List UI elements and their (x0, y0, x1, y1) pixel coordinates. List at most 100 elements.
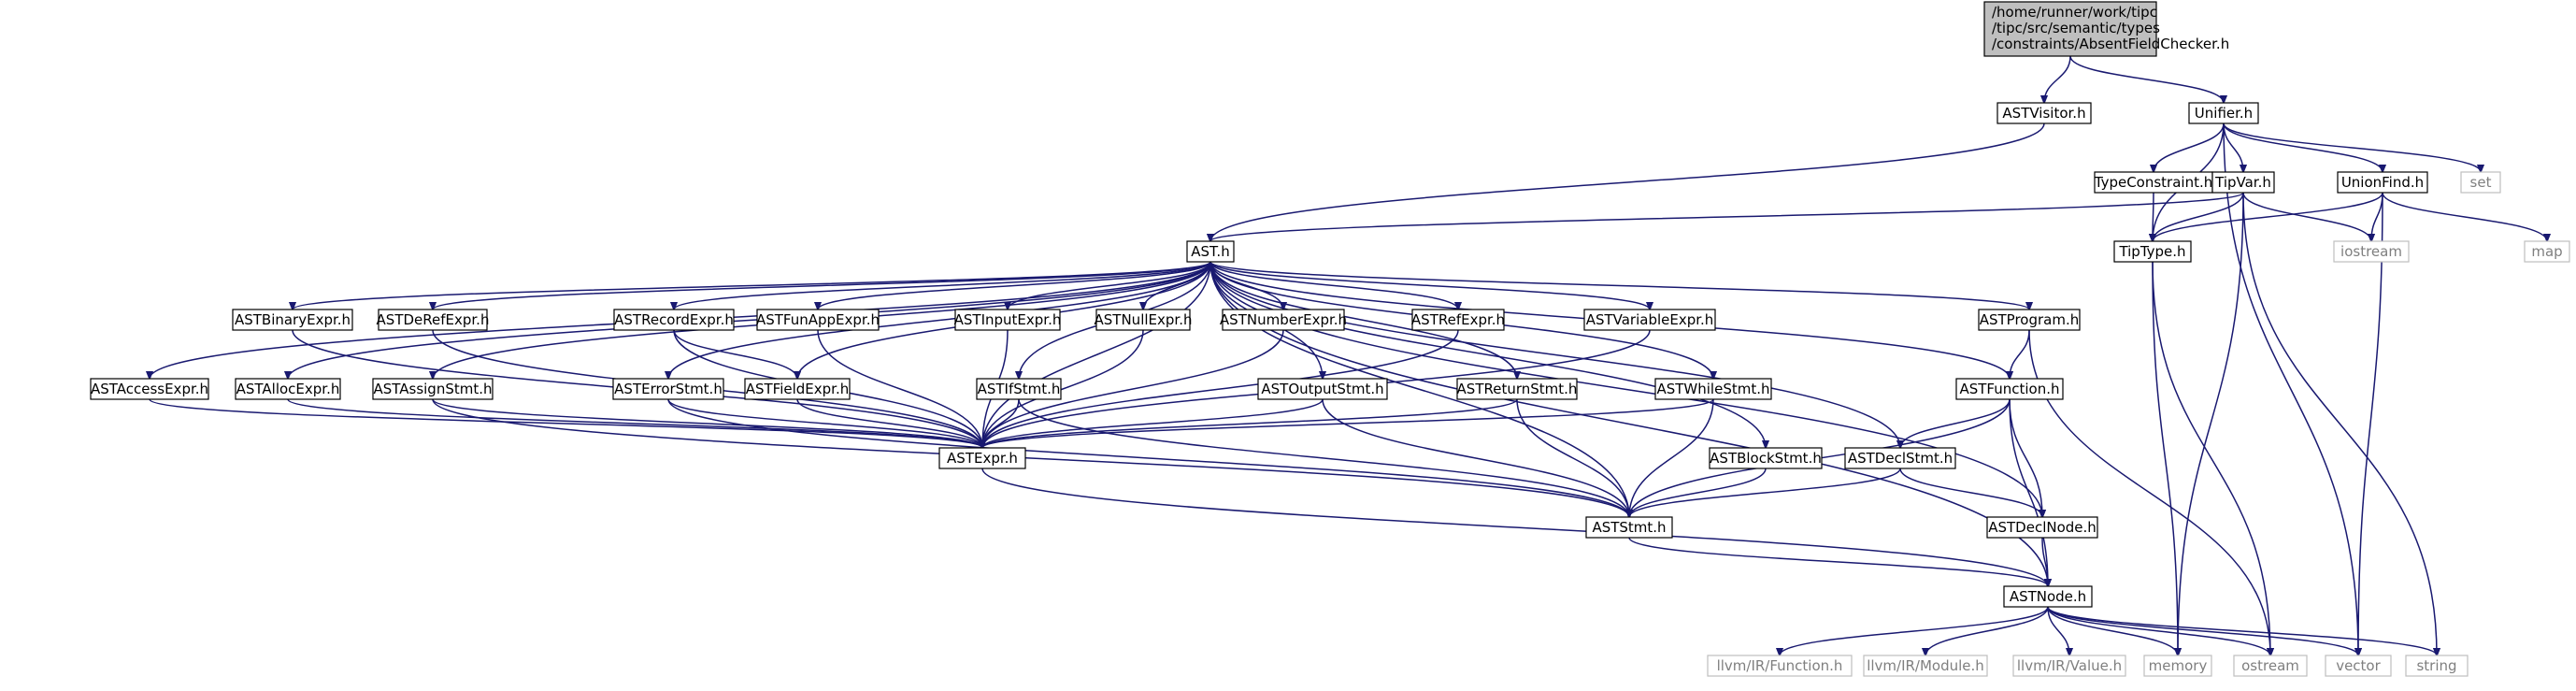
node-label-set: set (2470, 174, 2492, 191)
node-label-ASTRefExpr: ASTRefExpr.h (1411, 311, 1505, 328)
node-label-ASTRecordExpr: ASTRecordExpr.h (614, 311, 734, 328)
node-ASTProgram[interactable]: ASTProgram.h (1978, 309, 2081, 331)
node-box-ASTBlockStmt (1709, 447, 1823, 469)
node-ASTReturnStmt[interactable]: ASTReturnStmt.h (1456, 378, 1578, 400)
node-memory: memory (2143, 655, 2212, 677)
node-box-ASTAssignStmt (372, 378, 494, 400)
node-box-ASTOutputStmt (1257, 378, 1388, 400)
edge-ASTErrorStmt-to-ASTExpr (667, 398, 982, 448)
nodes-layer: /home/runner/work/tipc/tipc/src/semantic… (90, 1, 2570, 677)
node-ASTIfStmt[interactable]: ASTIfStmt.h (976, 378, 1062, 400)
node-box-llvmModule (1863, 655, 1988, 677)
edge-ASTDeclStmt-to-ASTStmt (1629, 468, 1901, 517)
node-ASTStmt[interactable]: ASTStmt.h (1585, 516, 1673, 539)
edge-TipVar-to-iostream (2242, 192, 2371, 241)
node-box-ASTStmt (1585, 516, 1673, 539)
edge-Unifier-to-vector (2223, 122, 2358, 655)
node-root[interactable]: /home/runner/work/tipc/tipc/src/semantic… (1983, 1, 2229, 57)
node-ASTVariableExpr[interactable]: ASTVariableExpr.h (1583, 309, 1716, 331)
node-label-ASTIfStmt: ASTIfStmt.h (978, 381, 1061, 397)
edge-ASTWhileStmt-to-ASTStmt (1629, 398, 1714, 517)
node-ASTExpr[interactable]: ASTExpr.h (938, 447, 1026, 469)
node-label-llvmValue: llvm/IR/Value.h (2017, 657, 2122, 674)
node-ASTInputExpr[interactable]: ASTInputExpr.h (954, 309, 1062, 331)
node-box-ostream (2233, 655, 2308, 677)
edge-ASTWhileStmt-to-ASTExpr (982, 398, 1714, 448)
node-ASTDeRefExpr[interactable]: ASTDeRefExpr.h (377, 309, 490, 331)
node-map: map (2524, 240, 2570, 263)
node-ASTVisitor[interactable]: ASTVisitor.h (1996, 102, 2092, 124)
edge-ASTExpr-to-ASTNode (981, 468, 2048, 586)
edge-ASTVisitor-to-AST (1210, 122, 2045, 241)
node-ASTRecordExpr[interactable]: ASTRecordExpr.h (613, 309, 735, 331)
node-label-memory: memory (2149, 657, 2208, 674)
node-ASTBinaryExpr[interactable]: ASTBinaryExpr.h (232, 309, 353, 331)
edge-ASTAssignStmt-to-ASTExpr (432, 398, 982, 448)
node-label-ASTReturnStmt: ASTReturnStmt.h (1457, 381, 1578, 397)
node-ASTBlockStmt[interactable]: ASTBlockStmt.h (1709, 447, 1823, 469)
node-UnionFind[interactable]: UnionFind.h (2337, 171, 2428, 194)
node-llvmModule: llvm/IR/Module.h (1863, 655, 1988, 677)
node-ASTNullExpr[interactable]: ASTNullExpr.h (1095, 309, 1193, 331)
node-box-ASTInputExpr (954, 309, 1061, 331)
edge-ASTRefExpr-to-ASTExpr (982, 329, 1459, 448)
node-box-ASTAccessExpr (90, 378, 209, 400)
edge-AST-to-ASTProgram (1209, 261, 2029, 310)
node-label-vector: vector (2336, 657, 2381, 674)
node-ASTNode[interactable]: ASTNode.h (2003, 585, 2093, 608)
node-label-ASTDeRefExpr: ASTDeRefExpr.h (377, 311, 490, 328)
edge-ASTBlockStmt-to-ASTStmt (1629, 468, 1767, 517)
node-box-ASTNullExpr (1095, 309, 1191, 331)
node-ASTFieldExpr[interactable]: ASTFieldExpr.h (744, 378, 851, 400)
node-TypeConstraint[interactable]: TypeConstraint.h (2094, 171, 2213, 194)
edge-root-to-Unifier (2069, 55, 2224, 103)
node-box-ASTReturnStmt (1456, 378, 1578, 400)
edge-ASTNullExpr-to-ASTExpr (982, 329, 1144, 448)
node-set: set (2460, 171, 2501, 194)
node-label-llvmModule: llvm/IR/Module.h (1867, 657, 1984, 674)
node-box-ASTAllocExpr (235, 378, 341, 400)
edge-TipType-to-memory (2152, 261, 2178, 655)
node-ASTAccessExpr[interactable]: ASTAccessExpr.h (90, 378, 209, 400)
node-ASTOutputStmt[interactable]: ASTOutputStmt.h (1257, 378, 1388, 400)
node-label-ASTBlockStmt: ASTBlockStmt.h (1710, 450, 1822, 467)
node-Unifier[interactable]: Unifier.h (2188, 102, 2259, 124)
node-box-ASTProgram (1978, 309, 2081, 331)
node-box-set (2460, 171, 2501, 194)
node-AST[interactable]: AST.h (1186, 240, 1235, 263)
node-ASTErrorStmt[interactable]: ASTErrorStmt.h (612, 378, 724, 400)
root-label-line: /tipc/src/semantic/types (1992, 20, 2160, 36)
edge-ASTNode-to-memory (2047, 606, 2178, 655)
node-box-string (2405, 655, 2469, 677)
edge-ASTDeclNode-to-ASTNode (2041, 537, 2048, 586)
node-label-ASTExpr: ASTExpr.h (947, 450, 1018, 467)
node-label-ASTVariableExpr: ASTVariableExpr.h (1586, 311, 1714, 328)
edge-TipVar-to-AST (1210, 192, 2244, 241)
node-box-AST (1186, 240, 1235, 263)
node-ASTFunction[interactable]: ASTFunction.h (1955, 378, 2064, 400)
node-box-ASTDeRefExpr (378, 309, 488, 331)
node-ASTAllocExpr[interactable]: ASTAllocExpr.h (235, 378, 341, 400)
node-ASTRefExpr[interactable]: ASTRefExpr.h (1411, 309, 1505, 331)
node-ASTDeclNode[interactable]: ASTDeclNode.h (1986, 516, 2098, 539)
node-box-ASTIfStmt (976, 378, 1062, 400)
node-ASTFunAppExpr[interactable]: ASTFunAppExpr.h (756, 309, 880, 331)
edge-ASTReturnStmt-to-ASTStmt (1516, 398, 1629, 517)
node-TipType[interactable]: TipType.h (2113, 240, 2192, 263)
edge-ASTAssignStmt-to-ASTStmt (432, 398, 1629, 517)
edge-ASTOutputStmt-to-ASTExpr (982, 398, 1324, 448)
node-TipVar[interactable]: TipVar.h (2211, 171, 2275, 194)
node-ASTWhileStmt[interactable]: ASTWhileStmt.h (1654, 378, 1772, 400)
edge-TipVar-to-memory (2178, 192, 2244, 655)
node-ASTDeclStmt[interactable]: ASTDeclStmt.h (1844, 447, 1956, 469)
node-ASTAssignStmt[interactable]: ASTAssignStmt.h (372, 378, 494, 400)
node-ASTNumberExpr[interactable]: ASTNumberExpr.h (1220, 309, 1347, 331)
edge-AST-to-ASTAllocExpr (288, 261, 1211, 379)
edge-ASTProgram-to-ASTFunction (2010, 329, 2030, 379)
edge-ASTNode-to-string (2047, 606, 2437, 655)
edge-ASTStmt-to-ASTNode (1628, 537, 2048, 586)
node-label-ostream: ostream (2241, 657, 2299, 674)
edge-Unifier-to-set (2223, 122, 2481, 172)
edge-UnionFind-to-TipType (2153, 192, 2383, 241)
